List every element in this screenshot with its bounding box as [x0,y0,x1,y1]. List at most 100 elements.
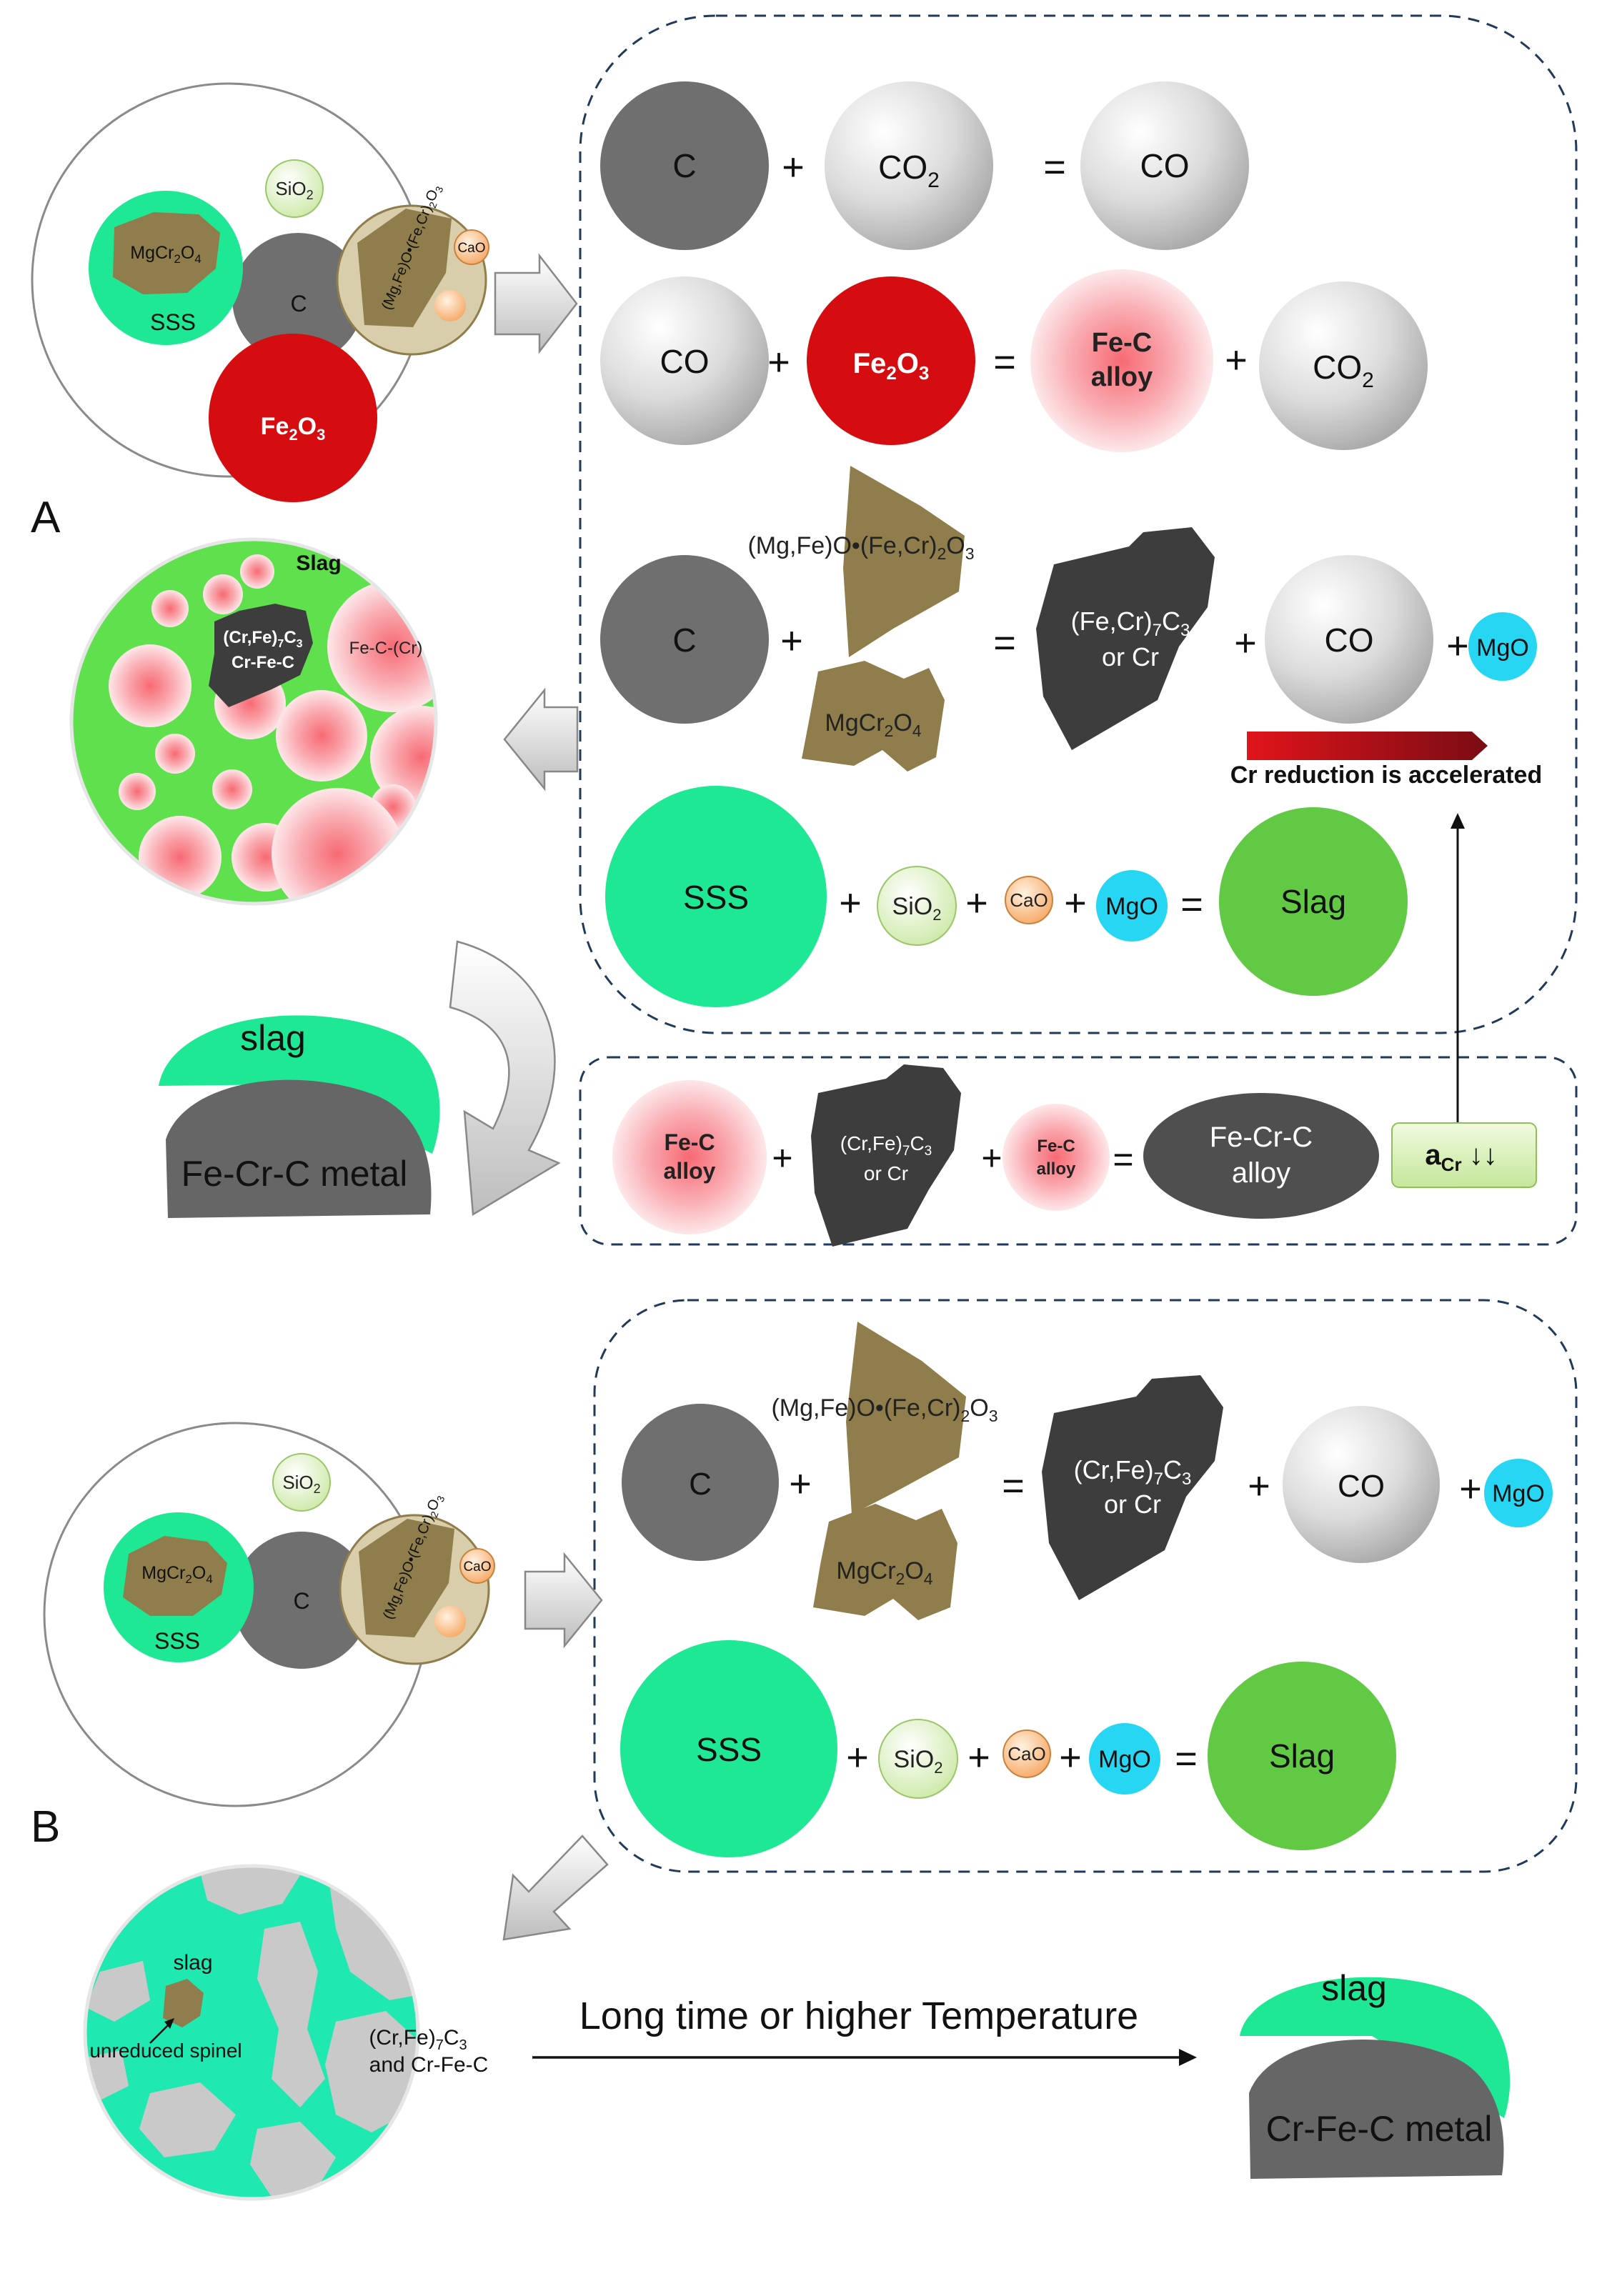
cao-b2 [1002,1730,1051,1778]
plus-b2b: + [967,1736,990,1779]
chromite-r3 [843,466,965,657]
chromite-r3-label: (Mg,Fe)O•(Fe,Cr)2O3 [747,532,974,563]
plus-r2a: + [767,341,790,384]
fe-droplet [276,690,367,782]
panel-label-a: A [31,493,61,542]
plus-r5b: + [981,1138,1002,1178]
fecrc-alloy-r5-line1: Fe-Cr-C [1210,1122,1313,1153]
red-gradient-arrow-icon [1247,732,1488,760]
fec-alloy-r5a-line1: Fe-C [664,1129,715,1155]
chromite-b1-label: (Mg,Fe)O•(Fe,Cr)2O3 [771,1394,997,1425]
plus-b2a: + [846,1736,869,1779]
carbide-particle-a [209,604,313,707]
equals-b2: = [1175,1737,1198,1780]
equals-r3: = [993,622,1016,664]
mgo-b1 [1484,1459,1553,1527]
equals-r1: = [1043,146,1066,189]
spinel-particle-b [123,1536,227,1616]
mgo-b1-label: MgO [1492,1480,1545,1507]
fecrc-alloy-r5 [1143,1093,1379,1219]
fe2o3-label-a: Fe2O3 [261,413,326,444]
mgo-b2-label: MgO [1098,1746,1151,1773]
fe-droplet [151,590,189,627]
sss-label-a: SSS [150,309,196,335]
cao-r4 [1005,876,1053,924]
acr-box [1391,1122,1537,1188]
fecrc-alloy-r5-line2: alloy [1232,1157,1290,1189]
sio2-label-a: SiO2 [275,178,313,202]
carbide-label-a-line2: Cr-Fe-C [232,653,294,672]
fe-droplet [155,734,195,774]
sss-b2-label: SSS [696,1731,762,1768]
plus-r2b: + [1225,339,1248,381]
reduced-particle-b-outline [83,1864,420,2201]
sio2-r4-label: SiO2 [892,893,942,924]
cao-b2-label: CaO [1008,1743,1045,1765]
carbon-core-a [232,233,364,364]
gray-block-arrow-icon [494,253,578,354]
fec-alloy-r5b-line1: Fe-C [1037,1137,1075,1156]
mgcr2o4-b1 [813,1504,957,1620]
fe-droplet [203,574,243,614]
plus-r3a: + [780,619,803,662]
cao-particle-a2 [434,290,466,321]
metal-phase [139,2082,236,2157]
plus-r4b: + [965,882,988,924]
co2-r2-label: CO2 [1313,349,1374,392]
mgcr2o4-r3 [802,661,945,772]
sio2-label-b: SiO2 [282,1472,320,1496]
cao-particle-b2 [434,1606,466,1637]
product-slag-b: slag [1321,1968,1387,2008]
fe-droplet [212,769,252,809]
carbon-r1-label: C [672,147,696,184]
carbon-r1 [600,81,769,250]
plus-b1b: + [1248,1464,1270,1507]
chromite-grain-a [357,209,452,327]
slag-r4-label: Slag [1280,883,1346,920]
chromite-grain-b [359,1519,454,1637]
cao-particle-b [459,1548,495,1584]
slag-b2-label: Slag [1269,1737,1335,1775]
co-r2 [600,276,769,445]
mgo-r3 [1468,612,1537,681]
cr-reduction-caption: Cr reduction is accelerated [1230,762,1543,789]
equals-r2: = [993,341,1016,384]
metal-phase [257,1922,325,2107]
carbide-label-b-line1: (Cr,Fe)7C3 [369,2026,467,2053]
metal-phase [86,1961,150,2022]
cao-r4-label: CaO [1010,889,1048,911]
carbide-r3 [1036,527,1215,750]
carbide-r3-label: (Fe,Cr)7C3 [1071,607,1190,640]
plus-r3c: + [1446,624,1469,667]
plus-r5a: + [772,1138,792,1178]
plus-r4c: + [1064,882,1087,924]
carbon-b1 [622,1404,779,1561]
gray-block-arrow-icon [503,687,579,792]
mgcr2o4-label-b: MgCr2O4 [141,1563,213,1586]
fec-alloy-r5b-line2: alloy [1037,1159,1076,1179]
sio2-particle-a [265,159,324,218]
plus-b1c: + [1459,1467,1482,1510]
co2-r1-label: CO2 [878,149,940,192]
curved-arrow-icon [449,940,561,1217]
fe-droplet [414,849,436,887]
co-b1-label: CO [1338,1469,1385,1504]
panel-label-b: B [31,1802,60,1852]
fe-droplet [240,554,274,589]
equals-r4: = [1180,883,1203,926]
chromite-b1 [846,1322,966,1514]
co-r3 [1265,555,1433,724]
plus-r4a: + [839,882,862,924]
carbide-r5 [811,1064,961,1247]
mgcr2o4-b1-label: MgCr2O4 [836,1557,932,1588]
long-arrow-head [1179,2049,1197,2066]
fe2o3-r2-label: Fe2O3 [853,348,930,384]
fec-alloy-r5a [612,1080,767,1234]
fec-alloy-r2-line1: Fe-C [1092,328,1152,358]
mgo-r4-label: MgO [1105,893,1158,920]
unreduced-pointer-head [164,2018,174,2029]
cao-label-b: CaO [463,1559,491,1574]
up-arrow-head [1451,813,1465,829]
dashed-box-a-alloy [579,1056,1578,1246]
